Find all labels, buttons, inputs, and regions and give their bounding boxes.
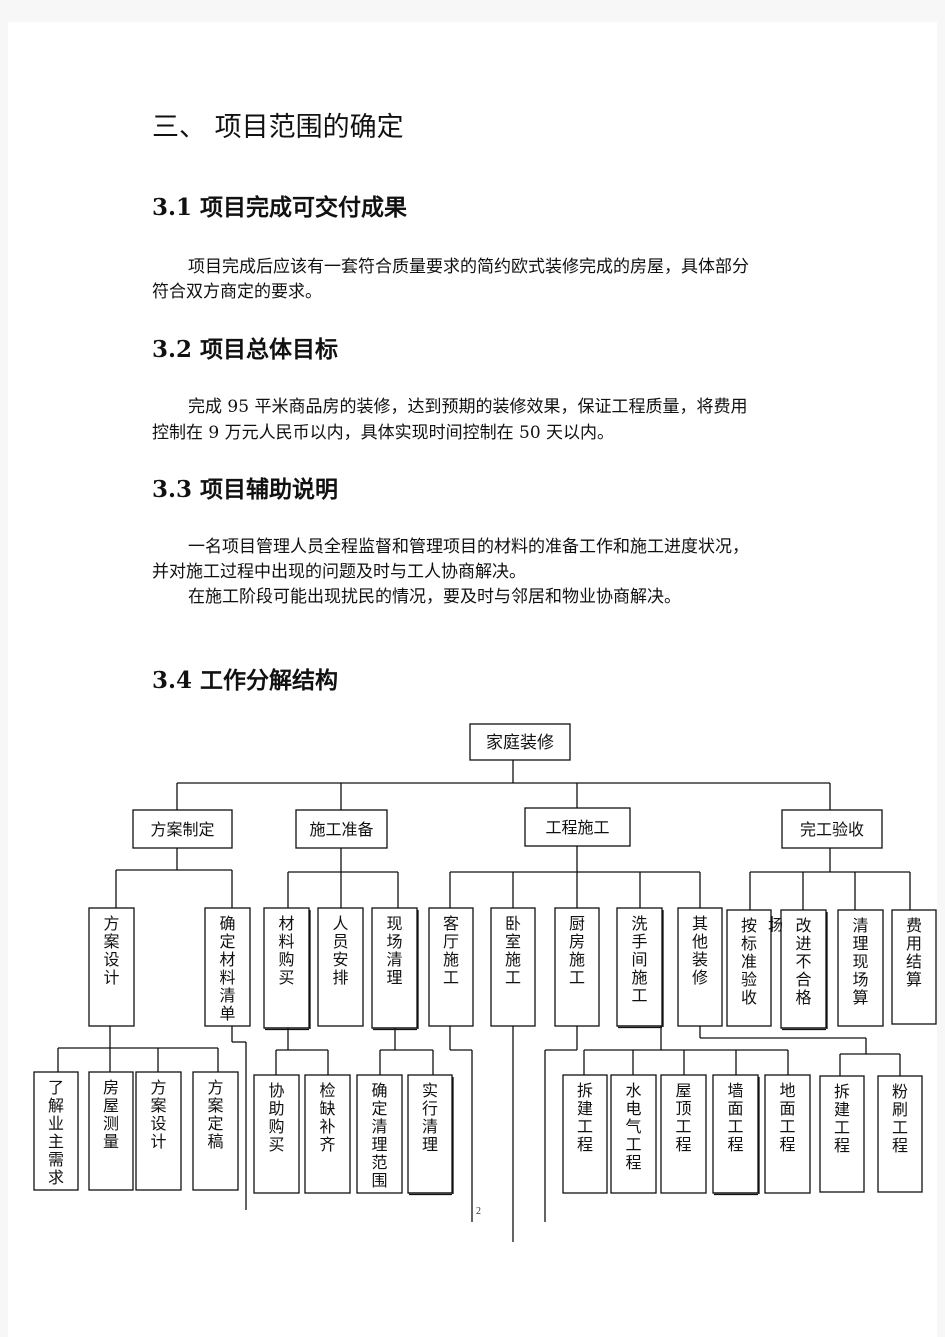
wbs-level3-item: 检缺补齐 bbox=[319, 1081, 335, 1154]
wbs-level3-item-box bbox=[33, 1071, 79, 1191]
section-title-3-4: 3.4 工作分解结构 bbox=[152, 667, 339, 694]
wbs-level2-item-box bbox=[88, 907, 135, 1027]
wbs-level2-item: 客厅施工 bbox=[443, 914, 459, 987]
wbs-level2-item: 方案设计 bbox=[103, 914, 119, 987]
wbs-root-box bbox=[469, 723, 571, 761]
paragraph-line: 在施工阶段可能出现扰民的情况，要及时与邻居和物业协商解决。 bbox=[188, 587, 681, 607]
wbs-level3-item: 了解业主需求 bbox=[48, 1078, 64, 1187]
wbs-level2-item-box bbox=[677, 907, 723, 1027]
wbs-level1-工程施工: 工程施工 bbox=[545, 818, 609, 837]
wbs-level2-item-box bbox=[780, 909, 827, 1029]
wbs-level2-item: 洗手间施工 bbox=[631, 914, 647, 1005]
wbs-level3-item: 地面工程 bbox=[779, 1081, 795, 1154]
wbs-level2-item: 人员安排 bbox=[332, 914, 348, 987]
wbs-level3-item-box bbox=[304, 1074, 351, 1194]
wbs-level2-item: 其他装修 bbox=[692, 914, 708, 987]
wbs-level3-item-box bbox=[135, 1071, 182, 1191]
wbs-level2-item-box bbox=[490, 907, 536, 1027]
wbs-level2-item-box bbox=[317, 907, 364, 1027]
wbs-level3-item: 方案设计 bbox=[150, 1078, 166, 1151]
wbs-level3-item-box bbox=[660, 1074, 707, 1194]
wbs-level2-item-box bbox=[204, 907, 251, 1027]
stray-character: 场 bbox=[768, 916, 783, 934]
paragraph-line: 并对施工过程中出现的问题及时与工人协商解决。 bbox=[152, 562, 526, 582]
section-title-3-1: 3.1 项目完成可交付成果 bbox=[152, 194, 408, 221]
wbs-level3-item: 房屋测量 bbox=[103, 1078, 119, 1151]
wbs-level3-item-box bbox=[253, 1074, 300, 1194]
wbs-level3-item: 方案定稿 bbox=[207, 1078, 223, 1151]
wbs-level2-item: 清理现场算 bbox=[852, 916, 868, 1007]
wbs-level1-方案制定-box bbox=[132, 809, 233, 849]
wbs-level2-item: 确定材料清单 bbox=[219, 914, 235, 1023]
wbs-level1-完工验收-box bbox=[781, 809, 883, 849]
wbs-level1-施工准备-box bbox=[295, 809, 388, 849]
wbs-level2-item: 费用结算 bbox=[906, 916, 922, 989]
wbs-level2-item: 厨房施工 bbox=[569, 914, 585, 987]
section-title-3-3: 3.3 项目辅助说明 bbox=[152, 476, 339, 503]
wbs-level2-item: 卧室施工 bbox=[505, 914, 521, 987]
wbs-level3-item-box bbox=[88, 1071, 134, 1191]
wbs-level3-item-box bbox=[764, 1074, 811, 1194]
wbs-level1-施工准备: 施工准备 bbox=[309, 820, 373, 839]
wbs-level3-item-box bbox=[192, 1071, 239, 1191]
wbs-level2-item-box bbox=[891, 909, 937, 1025]
section-title-3-2: 3.2 项目总体目标 bbox=[152, 336, 339, 363]
wbs-level3-item-box bbox=[877, 1075, 923, 1193]
wbs-level1-工程施工-box bbox=[524, 807, 631, 847]
wbs-level3-item: 确定清理范围 bbox=[371, 1081, 387, 1190]
paragraph-line: 完成 95 平米商品房的装修，达到预期的装修效果，保证工程质量，将费用 bbox=[188, 397, 748, 417]
wbs-level3-item: 拆建工程 bbox=[577, 1081, 593, 1154]
wbs-level3-item-box bbox=[610, 1074, 657, 1194]
paragraph-line: 符合双方商定的要求。 bbox=[152, 282, 322, 302]
wbs-root: 家庭装修 bbox=[486, 733, 554, 753]
wbs-level2-item-box bbox=[616, 907, 663, 1027]
wbs-level3-item: 实行清理 bbox=[422, 1081, 438, 1154]
wbs-level3-item: 屋顶工程 bbox=[675, 1081, 691, 1154]
wbs-level2-item: 改进不合格 bbox=[795, 916, 811, 1007]
wbs-level3-item: 协助购买 bbox=[268, 1081, 284, 1154]
wbs-level1-方案制定: 方案制定 bbox=[150, 820, 214, 839]
wbs-level3-item-box bbox=[819, 1075, 865, 1193]
wbs-level1-完工验收: 完工验收 bbox=[800, 820, 864, 839]
wbs-level2-item-box bbox=[428, 907, 474, 1027]
wbs-level3-item: 拆建工程 bbox=[834, 1082, 850, 1155]
wbs-level2-item: 现场清理 bbox=[386, 914, 402, 987]
wbs-level3-item-box bbox=[712, 1074, 759, 1194]
wbs-level2-item: 材料购买 bbox=[278, 914, 294, 987]
wbs-level2-item-box bbox=[554, 907, 600, 1027]
wbs-level3-item-box bbox=[562, 1074, 608, 1194]
paragraph-line: 一名项目管理人员全程监督和管理项目的材料的准备工作和施工进度状况， bbox=[188, 537, 749, 557]
wbs-level3-item: 粉刷工程 bbox=[892, 1082, 908, 1155]
paragraph-line: 项目完成后应该有一套符合质量要求的简约欧式装修完成的房屋，具体部分 bbox=[188, 257, 749, 277]
wbs-level2-item-box bbox=[371, 907, 418, 1029]
wbs-level2-item-box bbox=[726, 909, 772, 1027]
wbs-level2-item-box bbox=[837, 909, 884, 1027]
page-number: 2 bbox=[476, 1206, 481, 1217]
wbs-level3-item: 水电气工程 bbox=[625, 1081, 641, 1172]
wbs-level2-item: 按标准验收 bbox=[741, 916, 757, 1007]
paragraph-line: 控制在 9 万元人民币以内，具体实现时间控制在 50 天以内。 bbox=[152, 423, 615, 443]
wbs-level3-item: 墙面工程 bbox=[727, 1081, 743, 1154]
wbs-level3-item-box bbox=[356, 1074, 403, 1194]
main-heading: 三、 项目范围的确定 bbox=[152, 112, 404, 143]
